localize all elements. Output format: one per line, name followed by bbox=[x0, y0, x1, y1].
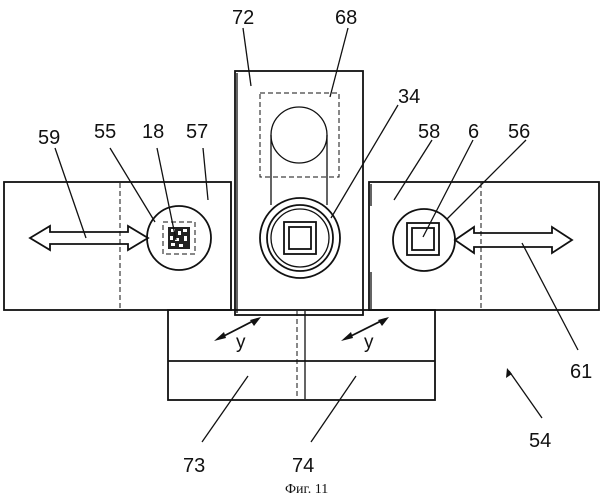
double-arrow-59 bbox=[28, 224, 150, 252]
circle-55 bbox=[146, 205, 212, 271]
label-73: 73 bbox=[183, 455, 205, 477]
label-58: 58 bbox=[418, 121, 440, 143]
label-72: 72 bbox=[232, 7, 254, 29]
label-59: 59 bbox=[38, 127, 60, 149]
y-axis-arrow-right bbox=[341, 317, 389, 341]
square-6-outer bbox=[406, 222, 440, 256]
label-57: 57 bbox=[186, 121, 208, 143]
y-axis-arrow-left bbox=[214, 317, 261, 341]
left-module-57 bbox=[3, 181, 232, 311]
square-6-inner bbox=[411, 227, 435, 251]
label-61: 61 bbox=[570, 361, 592, 383]
station-34 bbox=[259, 197, 341, 279]
right-module-58 bbox=[368, 181, 600, 311]
bottom-modules bbox=[167, 309, 436, 401]
dashed-region-68 bbox=[259, 92, 340, 178]
y-label-right: y bbox=[364, 332, 374, 353]
label-74: 74 bbox=[292, 455, 314, 477]
center-module-72 bbox=[234, 70, 364, 316]
y-label-left: y bbox=[236, 332, 246, 353]
label-18: 18 bbox=[142, 121, 164, 143]
label-6: 6 bbox=[468, 121, 479, 143]
label-55: 55 bbox=[94, 121, 116, 143]
circle-56 bbox=[392, 208, 456, 272]
label-34: 34 bbox=[398, 86, 420, 108]
label-56: 56 bbox=[508, 121, 530, 143]
barcode-18 bbox=[168, 227, 190, 249]
label-54: 54 bbox=[529, 430, 551, 452]
figure-caption: Фиг. 11 bbox=[285, 482, 328, 497]
upper-circle bbox=[270, 106, 328, 164]
label-68: 68 bbox=[335, 7, 357, 29]
double-arrow-61 bbox=[453, 225, 574, 255]
leader-lines bbox=[54, 27, 579, 443]
